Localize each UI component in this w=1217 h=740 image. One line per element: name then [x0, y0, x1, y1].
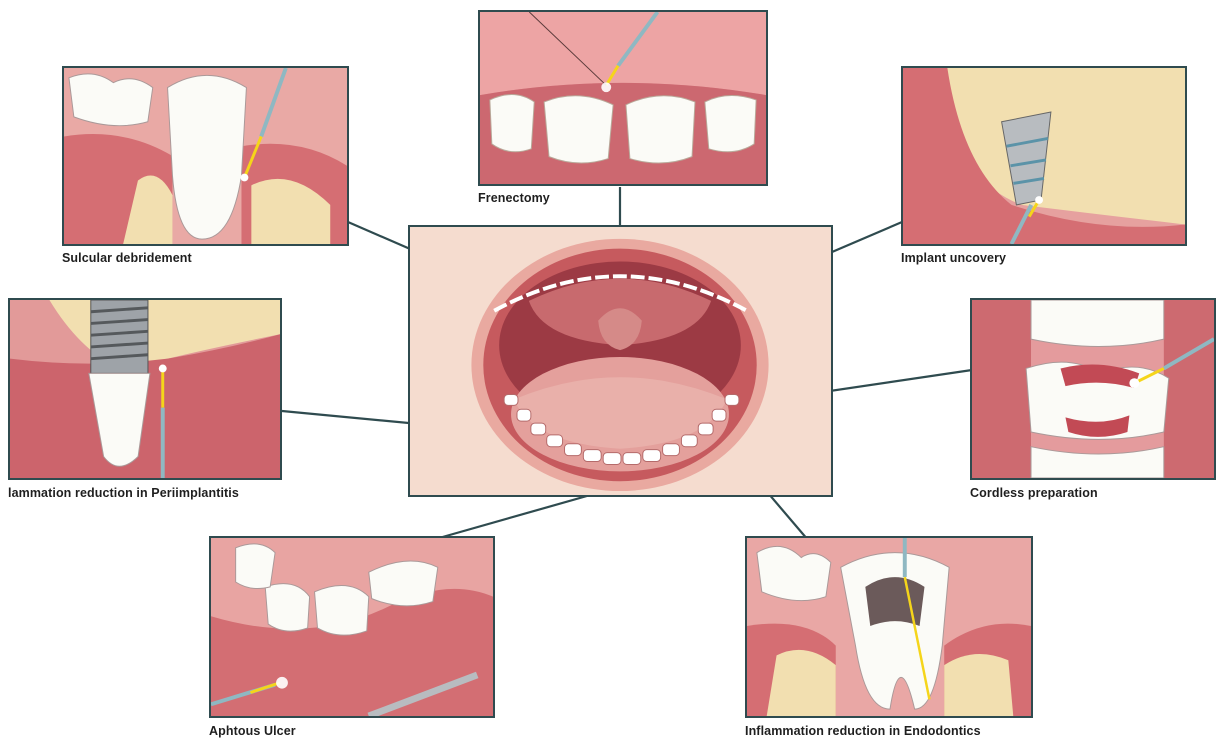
- panel-frenectomy: [478, 10, 768, 186]
- panel-periimplantitis: [8, 298, 282, 480]
- panel-sulcular: [62, 66, 349, 246]
- caption-frenectomy: Frenectomy: [478, 191, 550, 205]
- panel-implant: [901, 66, 1187, 246]
- panel-cordless: [970, 298, 1216, 480]
- caption-sulcular: Sulcular debridement: [62, 251, 192, 265]
- panel-endodontics: [745, 536, 1033, 718]
- caption-cordless: Cordless preparation: [970, 486, 1098, 500]
- panel-open-mouth: [408, 225, 833, 497]
- panel-aphtous: [209, 536, 495, 718]
- caption-periimplantitis: lammation reduction in Periimplantitis: [8, 486, 239, 500]
- caption-implant: Implant uncovery: [901, 251, 1006, 265]
- caption-aphtous: Aphtous Ulcer: [209, 724, 296, 738]
- caption-endodontics: Inflammation reduction in Endodontics: [745, 724, 981, 738]
